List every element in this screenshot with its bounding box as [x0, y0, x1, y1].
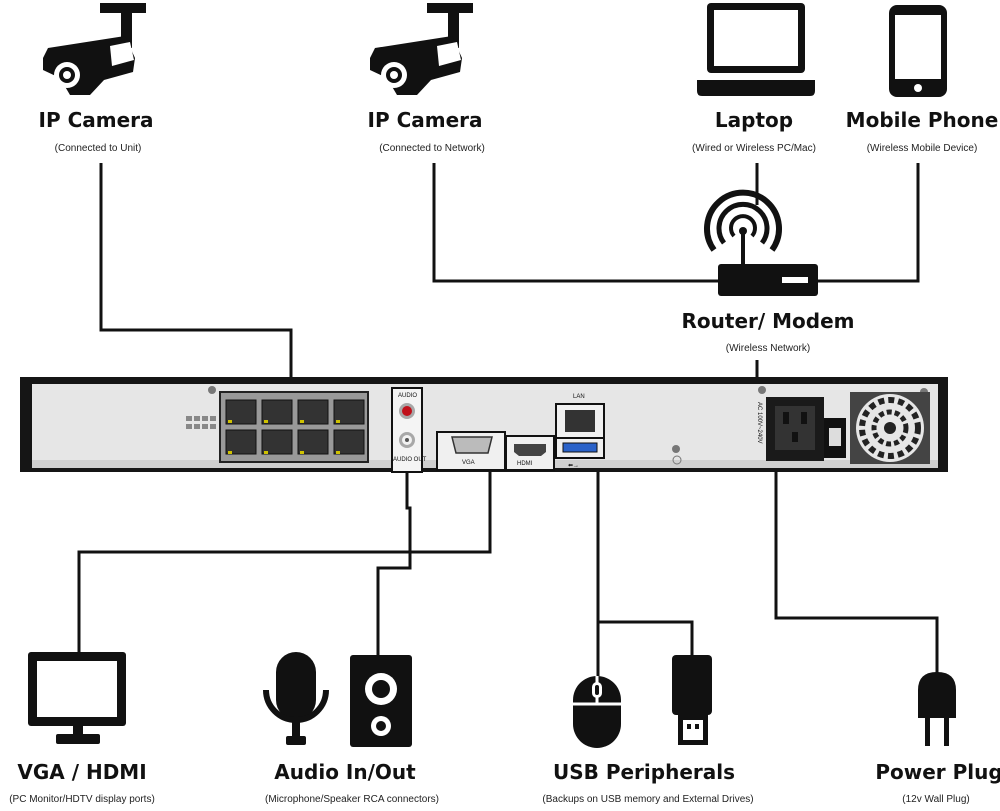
- mouse-icon: [573, 676, 621, 748]
- mobile-phone-icon: [889, 5, 947, 97]
- ip-camera-network-subtitle: (Connected to Network): [379, 143, 485, 154]
- hdmi-port: HDMI: [505, 435, 555, 471]
- line-audio: [376, 470, 412, 655]
- vga-hdmi-subtitle: (PC Monitor/HDTV display ports): [9, 794, 155, 805]
- line-ip-camera-network: [432, 163, 718, 283]
- vga-hdmi-title: VGA / HDMI: [17, 760, 147, 784]
- line-power: [774, 465, 939, 673]
- audio-port-label: AUDIO: [398, 393, 417, 399]
- audio-ports: AUDIO AUDIO OUT: [391, 387, 427, 473]
- usb-symbol-label: ⬅→: [568, 463, 579, 469]
- lan-usb-ports: LAN ⬅→: [555, 394, 605, 469]
- router-subtitle: (Wireless Network): [725, 343, 811, 354]
- monitor-icon: [28, 652, 126, 744]
- audio-out-label: AUDIO OUT: [393, 457, 427, 463]
- vga-port-label: VGA: [462, 460, 475, 466]
- ip-camera-unit-subtitle: (Connected to Unit): [54, 143, 142, 154]
- audio-title: Audio In/Out: [274, 760, 416, 784]
- usb-subtitle: (Backups on USB memory and External Driv…: [542, 794, 754, 805]
- line-ip-camera-unit: [99, 163, 293, 395]
- power-plug-title: Power Plug: [875, 760, 1000, 784]
- audio-subtitle: (Microphone/Speaker RCA connectors): [265, 794, 439, 805]
- nvr-rear-panel: AUDIO AUDIO OUT VGA HDMI LAN ⬅→ AC: [20, 377, 948, 473]
- microphone-icon: [263, 652, 329, 745]
- vent-knockouts: [186, 416, 216, 429]
- laptop-icon: [697, 3, 815, 96]
- line-usb: [596, 460, 694, 655]
- line-vga: [77, 465, 492, 652]
- laptop-subtitle: (Wired or Wireless PC/Mac): [692, 143, 816, 154]
- power-plug-subtitle: (12v Wall Plug): [902, 794, 970, 805]
- mobile-phone-title: Mobile Phone: [845, 108, 999, 132]
- poe-ethernet-ports: [219, 391, 369, 463]
- ip-camera-network-icon: [370, 3, 473, 95]
- router-title: Router/ Modem: [681, 309, 855, 333]
- router-icon: [704, 189, 818, 296]
- speaker-icon: [350, 655, 412, 747]
- line-mobile-phone: [818, 163, 920, 283]
- vga-port: VGA: [436, 431, 506, 471]
- laptop-title: Laptop: [714, 108, 794, 132]
- usb-drive-icon: [672, 655, 712, 745]
- cooling-fan: [850, 392, 930, 464]
- ip-camera-network-title: IP Camera: [367, 108, 483, 132]
- usb-title: USB Peripherals: [552, 760, 736, 784]
- mobile-phone-subtitle: (Wireless Mobile Device): [866, 143, 978, 154]
- power-inlet: AC 100V~240V: [756, 397, 846, 461]
- hdmi-port-label: HDMI: [517, 461, 533, 467]
- power-plug-icon: [918, 672, 956, 746]
- ip-camera-unit-icon: [43, 3, 146, 95]
- ip-camera-unit-title: IP Camera: [38, 108, 154, 132]
- ac-voltage-label: AC 100V~240V: [756, 402, 762, 444]
- lan-port-label: LAN: [573, 394, 585, 400]
